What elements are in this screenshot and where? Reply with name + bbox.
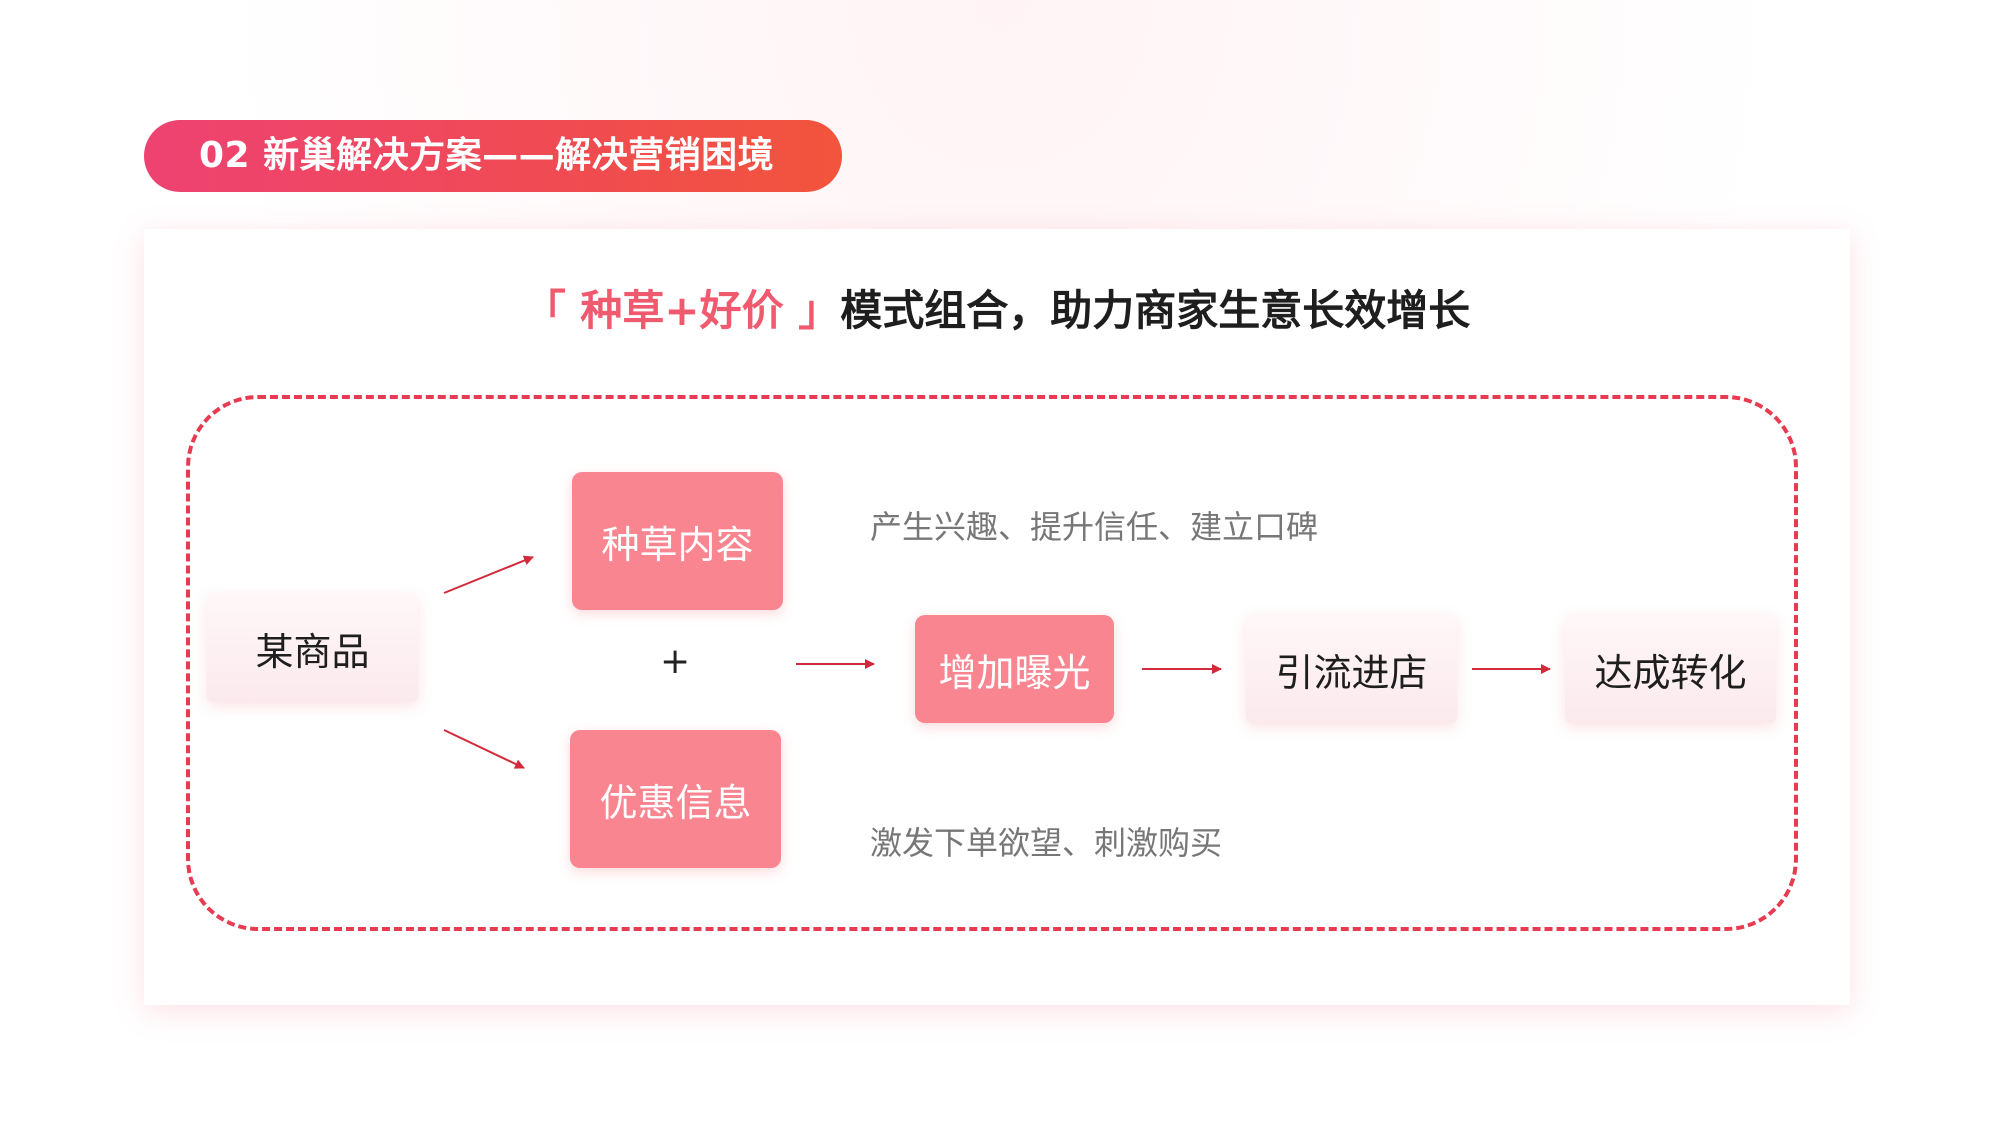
offer-info-label: 优惠信息 [599,780,752,825]
section-title-pill: 02 新巢解决方案——解决营销困境 [144,120,842,192]
arrow-to-offer [443,729,525,769]
source-product-box: 某商品 [207,594,418,702]
traffic-label: 引流进店 [1275,650,1428,695]
source-product-label: 某商品 [255,629,370,674]
card-title: 「 种草+好价 」模式组合，助力商家生意长效增长 [144,277,1850,338]
card-title-rest: 模式组合，助力商家生意长效增长 [840,286,1471,335]
conversion-label: 达成转化 [1594,650,1747,695]
arrow-to-content [443,555,534,594]
card-title-highlight: 「 种草+好价 」 [523,286,841,335]
offer-effect-note: 激发下单欲望、刺激购买 [870,824,1223,862]
dashed-frame [186,395,1798,931]
exposure-label: 增加曝光 [938,650,1091,695]
seeding-content-box: 种草内容 [572,472,783,610]
offer-info-box: 优惠信息 [570,730,781,868]
conversion-box: 达成转化 [1565,615,1776,723]
exposure-box: 增加曝光 [915,615,1114,723]
plus-sign: + [660,641,691,682]
seeding-content-label: 种草内容 [601,522,754,567]
content-effect-note: 产生兴趣、提升信任、建立口碑 [870,508,1319,546]
traffic-box: 引流进店 [1246,615,1457,723]
